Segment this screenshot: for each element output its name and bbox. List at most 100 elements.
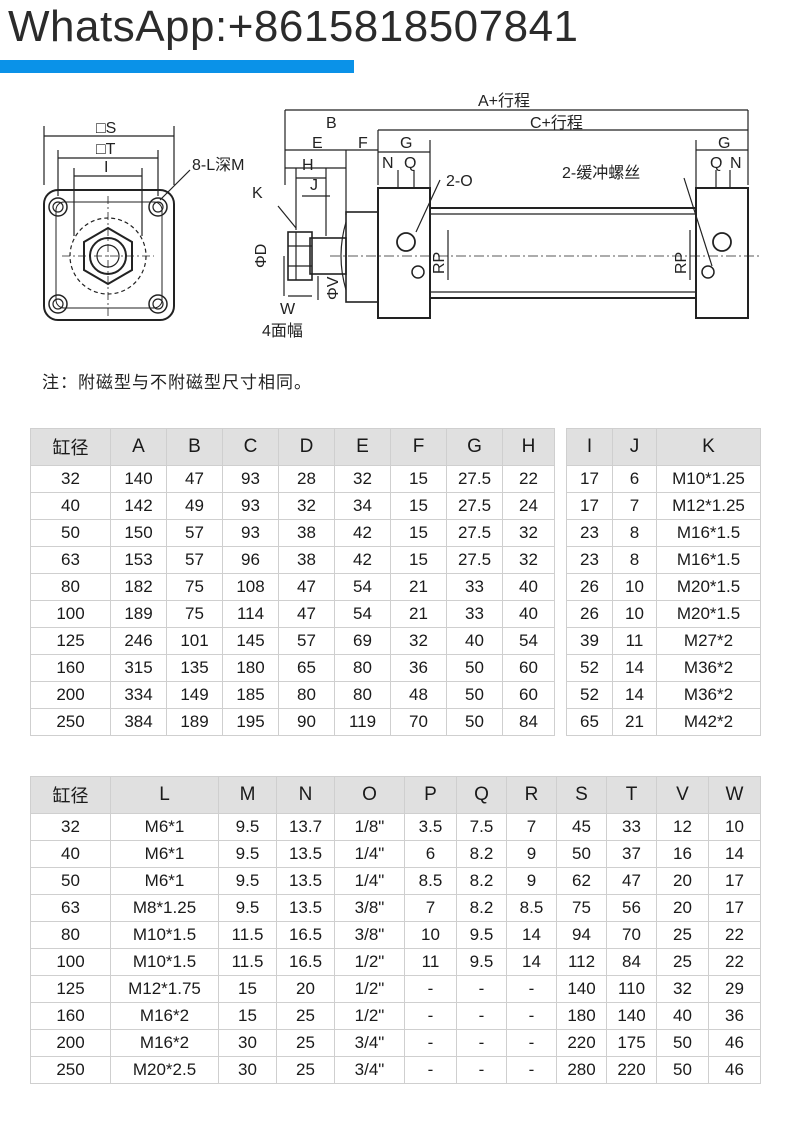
table-cell: 1/8" [334, 813, 405, 841]
table-cell: 9 [506, 840, 557, 868]
dim-label-n-left: N [382, 155, 394, 172]
table-cell: 46 [708, 1029, 761, 1057]
table-cell: 185 [222, 681, 279, 709]
table-cell: 1/2" [334, 948, 405, 976]
side-view [277, 109, 760, 319]
table-cell: 10 [404, 921, 457, 949]
table-cell: 48 [390, 681, 447, 709]
dim-label-cushion: 2-缓冲螺丝 [562, 164, 640, 182]
table-cell: M8*1.25 [110, 894, 219, 922]
table-cell: 1/4" [334, 867, 405, 895]
table-cell: 93 [222, 519, 279, 547]
end-view [43, 126, 191, 321]
table-cell: 50 [446, 654, 503, 682]
table-cell: 8.5 [506, 894, 557, 922]
table-cell: 11 [404, 948, 457, 976]
table-cell: 14 [612, 681, 657, 709]
table-cell: 140 [110, 465, 167, 493]
table-cell: 57 [166, 519, 223, 547]
table-cell: 29 [708, 975, 761, 1003]
table-cell: 160 [30, 1002, 111, 1030]
table-cell: 27.5 [446, 465, 503, 493]
table-cell: M10*1.5 [110, 948, 219, 976]
table-cell: 40 [656, 1002, 709, 1030]
cylinder-dimension-drawing: □S □T I 8-L深M [43, 92, 760, 340]
table-cell: - [506, 1029, 557, 1057]
table-cell: 30 [218, 1029, 277, 1057]
dim-label-i: I [104, 159, 108, 176]
table-cell: 84 [502, 708, 555, 736]
table-cell: 8.2 [456, 867, 507, 895]
table-cell: 75 [166, 573, 223, 601]
table-cell: 70 [606, 921, 657, 949]
column-header: K [656, 428, 761, 466]
dim-label-h: H [302, 157, 314, 174]
table-cell: 11 [612, 627, 657, 655]
column-gap [554, 654, 567, 682]
column-header: 缸径 [30, 776, 111, 814]
table-cell: 47 [166, 465, 223, 493]
table-cell: 250 [30, 1056, 111, 1084]
dim-label-c-stroke: C+行程 [530, 114, 583, 132]
table-cell: 20 [276, 975, 335, 1003]
table-cell: 47 [278, 600, 335, 628]
table-cell: 9.5 [218, 894, 277, 922]
table-cell: 50 [656, 1029, 709, 1057]
table-cell: 32 [390, 627, 447, 655]
table-cell: 75 [556, 894, 607, 922]
table-cell: M20*1.5 [656, 573, 761, 601]
table-cell: 3.5 [404, 813, 457, 841]
table-cell: M12*1.25 [656, 492, 761, 520]
column-header: C [222, 428, 279, 466]
table-cell: 11.5 [218, 921, 277, 949]
table-cell: 60 [502, 654, 555, 682]
table-cell: 49 [166, 492, 223, 520]
table-cell: 153 [110, 546, 167, 574]
table-cell: 280 [556, 1056, 607, 1084]
table-cell: M10*1.25 [656, 465, 761, 493]
dim-label-g-left: G [400, 135, 412, 152]
table-cell: 60 [502, 681, 555, 709]
table-cell: 42 [334, 546, 391, 574]
table-cell: 9.5 [456, 921, 507, 949]
column-header: M [218, 776, 277, 814]
table-cell: 140 [606, 1002, 657, 1030]
table-cell: M36*2 [656, 681, 761, 709]
table-cell: 50 [556, 840, 607, 868]
table-cell: 145 [222, 627, 279, 655]
table-cell: - [456, 975, 507, 1003]
table-cell: 93 [222, 492, 279, 520]
table-cell: M6*1 [110, 867, 219, 895]
table-cell: 46 [708, 1056, 761, 1084]
table-cell: 10 [612, 573, 657, 601]
table-cell: 10 [708, 813, 761, 841]
table-cell: - [404, 1056, 457, 1084]
table-cell: 200 [30, 681, 111, 709]
table-cell: 33 [446, 600, 503, 628]
table-cell: 75 [166, 600, 223, 628]
table-cell: 26 [566, 600, 613, 628]
table-cell: 80 [30, 573, 111, 601]
dim-label-g-right: G [718, 135, 730, 152]
table-cell: 45 [556, 813, 607, 841]
column-header: T [606, 776, 657, 814]
table-cell: M12*1.75 [110, 975, 219, 1003]
table-cell: 175 [606, 1029, 657, 1057]
table-cell: M6*1 [110, 840, 219, 868]
column-header: S [556, 776, 607, 814]
table-cell: M27*2 [656, 627, 761, 655]
table-cell: 101 [166, 627, 223, 655]
table-cell: 39 [566, 627, 613, 655]
column-gap [554, 546, 567, 574]
column-header: J [612, 428, 657, 466]
table-cell: 15 [390, 465, 447, 493]
table-cell: 100 [30, 600, 111, 628]
